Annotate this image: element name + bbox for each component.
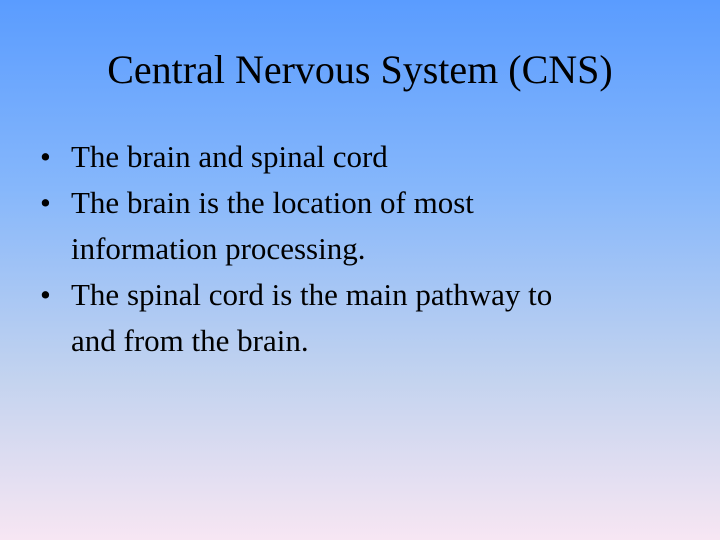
bullet-list: • The brain and spinal cord • The brain … [40, 134, 680, 364]
bullet-text-line: The brain and spinal cord [71, 139, 388, 174]
bullet-text-line: The spinal cord is the main pathway to [71, 277, 553, 312]
bullet-item: • The brain is the location of most info… [40, 180, 680, 272]
bullet-item: • The brain and spinal cord [40, 134, 680, 180]
bullet-text-line: information processing. [71, 231, 366, 266]
bullet-text-line: and from the brain. [71, 323, 309, 358]
bullet-icon: • [40, 185, 51, 220]
bullet-icon: • [40, 139, 51, 174]
bullet-icon: • [40, 277, 51, 312]
bullet-item: • The spinal cord is the main pathway to… [40, 272, 680, 364]
bullet-text-line: The brain is the location of most [71, 185, 474, 220]
slide-title: Central Nervous System (CNS) [107, 47, 613, 92]
